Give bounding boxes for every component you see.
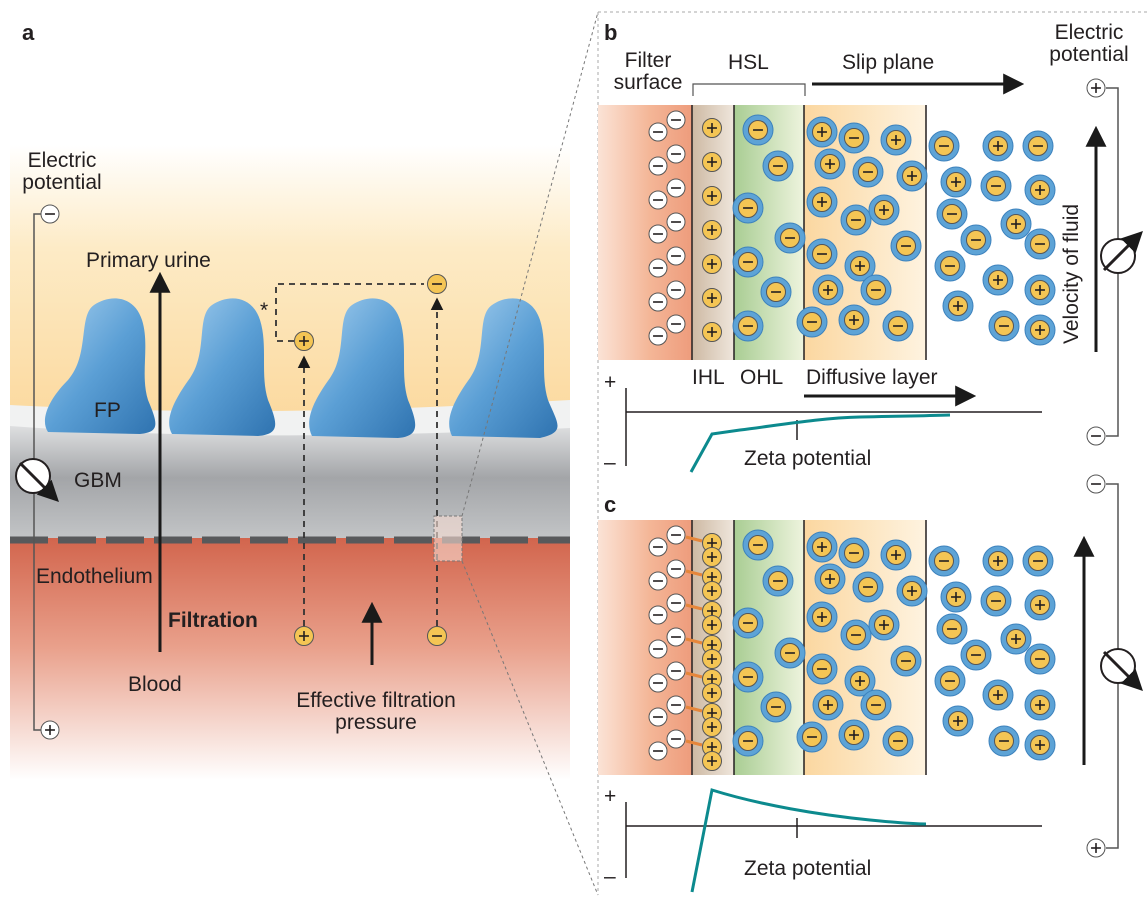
- c-binding-3: [685, 637, 703, 645]
- asterisk-label: *: [260, 299, 269, 322]
- ion-layer: [40, 78, 1106, 858]
- effective-filtration-line1: Effective filtration: [296, 689, 456, 712]
- panel-a: [10, 11, 599, 896]
- electric-potential-label-a: Electric potential: [14, 150, 110, 194]
- filter-surface-line2: surface: [613, 71, 683, 94]
- c-zeta-curve: [690, 788, 927, 893]
- zoom-line-bottom: [461, 560, 599, 896]
- foot-processes: [44, 298, 558, 438]
- electric-potential-line1: Electric: [27, 149, 97, 172]
- electric-potential-line2: potential: [22, 171, 102, 194]
- electric-potential-label-b: Electric potential: [1034, 22, 1144, 66]
- electric-potential-b-line2: potential: [1049, 43, 1129, 66]
- c-binding-2: [685, 603, 703, 611]
- ihl-label: IHL: [692, 366, 725, 389]
- gbm-label: GBM: [74, 469, 122, 492]
- filter-surface-line1: Filter: [624, 49, 672, 72]
- foot-process-1: [44, 298, 156, 434]
- panel-a-letter: a: [22, 20, 35, 45]
- c-zeta-label: Zeta potential: [744, 857, 872, 880]
- c-binding-5: [685, 705, 703, 713]
- rejection-path: [275, 283, 424, 342]
- panel-c-letter: c: [604, 492, 617, 517]
- foot-process-2: [169, 298, 276, 436]
- b-plot-minus: –: [604, 451, 616, 474]
- c-binding-4: [685, 671, 703, 679]
- hsl-label: HSL: [728, 51, 769, 74]
- hsl-bracket: [692, 83, 806, 96]
- foot-process-4: [449, 298, 558, 438]
- gbm-layer: [10, 418, 570, 538]
- meter-icon-b: [1100, 231, 1143, 274]
- meter-icon-c: [1100, 648, 1143, 691]
- blood-region: [10, 538, 570, 780]
- zoom-box: [433, 515, 463, 562]
- b-zeta-label: Zeta potential: [744, 447, 872, 470]
- velocity-of-fluid-label: Velocity of fluid: [1060, 203, 1083, 344]
- effective-filtration-label: Effective filtration pressure: [266, 690, 486, 734]
- slip-plane-label: Slip plane: [842, 51, 935, 74]
- c-binding-6: [685, 739, 703, 747]
- diffusive-layer-label: Diffusive layer: [806, 366, 938, 389]
- ohl-label: OHL: [740, 366, 784, 389]
- c-binding-1: [685, 569, 703, 577]
- fp-label: FP: [94, 399, 121, 422]
- b-zeta-curve: [689, 413, 951, 473]
- electric-potential-b-line1: Electric: [1054, 21, 1124, 44]
- filtration-label: Filtration: [168, 609, 258, 632]
- c-plot-minus: –: [604, 865, 616, 888]
- b-plot-plus: +: [604, 371, 617, 394]
- effective-filtration-line2: pressure: [335, 711, 417, 734]
- blood-label: Blood: [128, 673, 182, 696]
- c-plot-plus: +: [604, 785, 617, 808]
- panel-b-letter: b: [604, 20, 618, 45]
- primary-urine-label: Primary urine: [86, 249, 211, 272]
- c-binding-0: [685, 535, 703, 543]
- meter-icon-a: [15, 458, 59, 502]
- foot-process-3: [309, 298, 416, 438]
- filter-surface-label: Filter surface: [606, 50, 690, 94]
- endothelium-label: Endothelium: [36, 565, 153, 588]
